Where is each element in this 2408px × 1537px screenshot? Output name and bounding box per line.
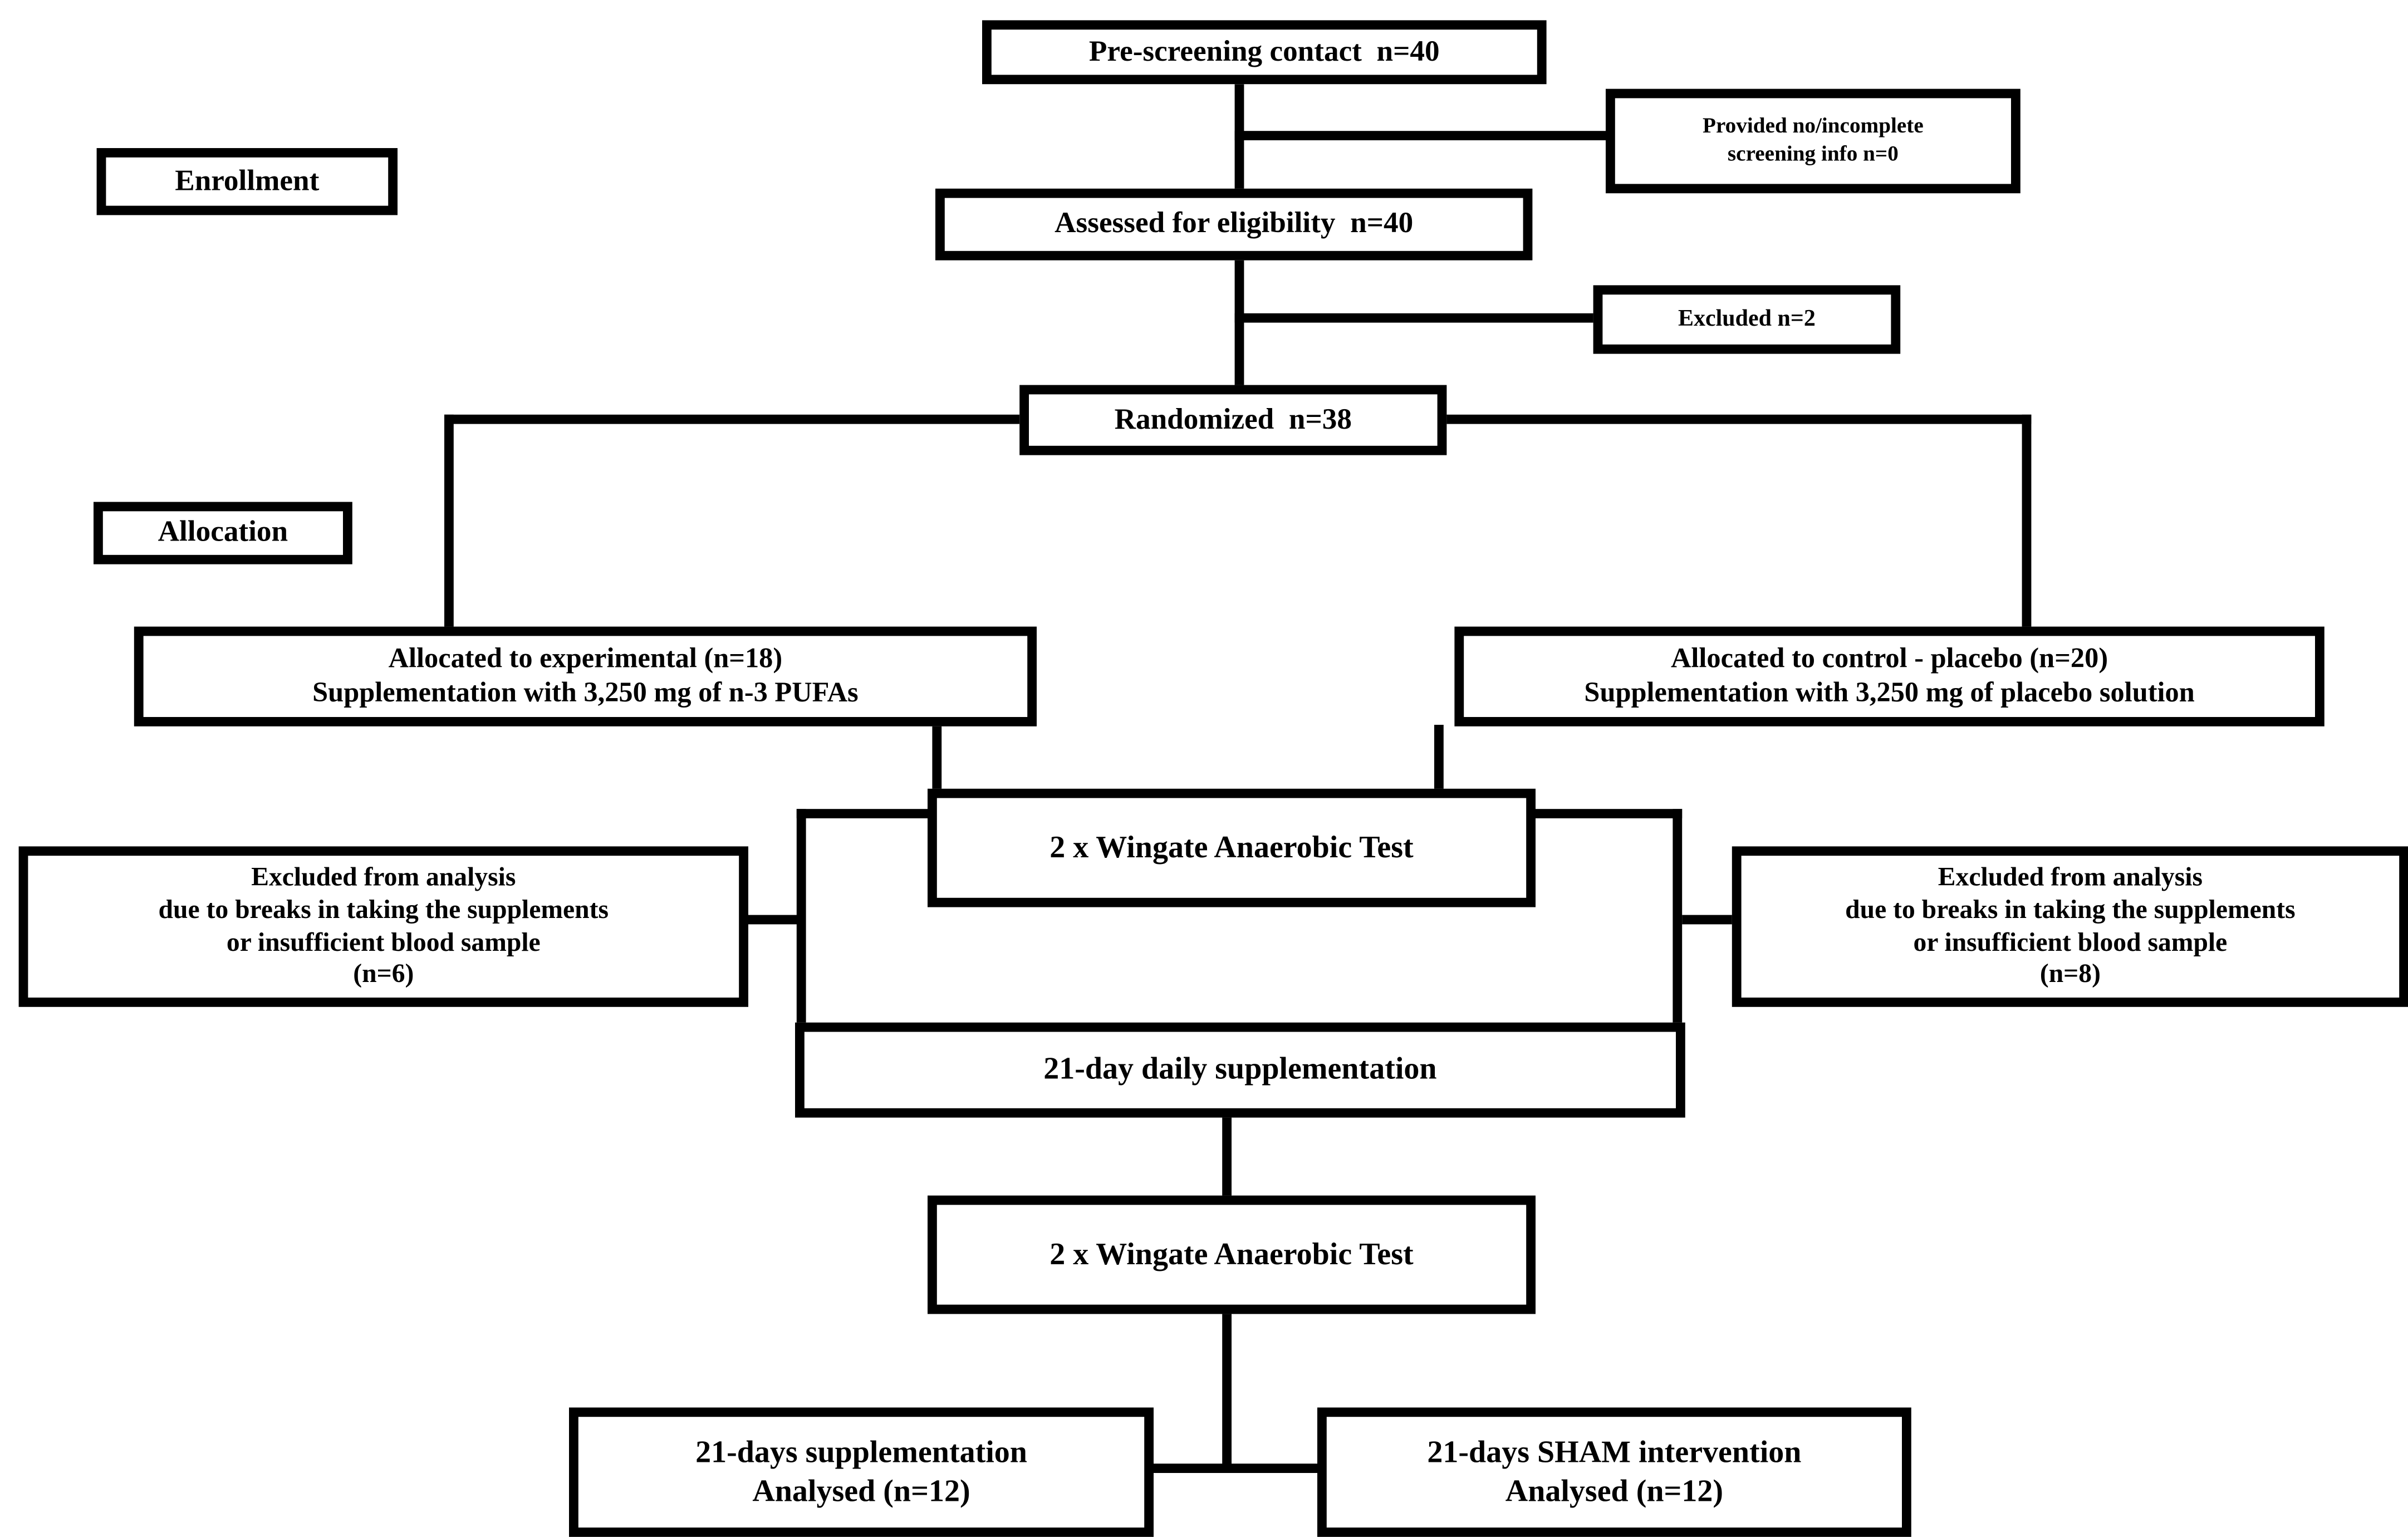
box-allocated-experimental-line2: Supplementation with 3,250 mg of n-3 PUF…	[312, 676, 859, 708]
box-excluded-experimental-line3: or insufficient blood sample	[226, 926, 541, 956]
box-allocated-control: Allocated to control - placebo (n=20) Su…	[1454, 626, 2324, 726]
connector-wingate2-down	[1222, 1310, 1232, 1473]
box-wingate-post-text: 2 x Wingate Anaerobic Test	[1049, 1237, 1414, 1272]
box-analysed-supplementation-line1: 21-days supplementation	[695, 1436, 1027, 1470]
connector-assessed-down	[1234, 260, 1244, 387]
connector-left-rail-vertical	[796, 809, 806, 1028]
box-analysed-supplementation-line2: Analysed (n=12)	[752, 1474, 970, 1508]
stage-label-allocation-text: Allocation	[158, 516, 288, 549]
connector-randomized-right-vertical	[2022, 414, 2032, 628]
box-supplementation-period: 21-day daily supplementation	[795, 1022, 1685, 1118]
connector-excluded-right-stub	[1682, 915, 1735, 925]
stage-label-enrollment-text: Enrollment	[175, 165, 320, 198]
connector-right-rail-vertical	[1673, 809, 1683, 1028]
box-excluded-experimental: Excluded from analysis due to breaks in …	[18, 846, 749, 1007]
box-allocated-control-line1: Allocated to control - placebo (n=20)	[1671, 642, 2108, 674]
box-analysed-sham-line2: Analysed (n=12)	[1505, 1474, 1724, 1508]
box-randomized-text: Randomized n=38	[1114, 403, 1352, 436]
box-randomized: Randomized n=38	[1019, 385, 1447, 455]
box-no-screening-info-line1: Provided no/incomplete	[1703, 116, 1924, 140]
box-excluded-experimental-line2: due to breaks in taking the supplements	[158, 894, 609, 924]
connector-to-excluded	[1234, 313, 1593, 323]
box-no-screening-info: Provided no/incomplete screening info n=…	[1606, 89, 2020, 194]
box-assessed-eligibility: Assessed for eligibility n=40	[935, 188, 1533, 261]
box-allocated-control-line2: Supplementation with 3,250 mg of placebo…	[1584, 676, 2195, 708]
box-wingate-baseline: 2 x Wingate Anaerobic Test	[928, 788, 1536, 907]
box-excluded-experimental-line1: Excluded from analysis	[251, 862, 516, 892]
connector-wingate-left-horizontal	[796, 809, 931, 818]
box-allocated-experimental-line1: Allocated to experimental (n=18)	[388, 642, 783, 674]
box-pre-screening: Pre-screening contact n=40	[982, 20, 1547, 85]
box-allocated-experimental: Allocated to experimental (n=18) Supplem…	[134, 626, 1037, 726]
box-pre-screening-text: Pre-screening contact n=40	[1088, 36, 1440, 68]
box-excluded-control-line4: (n=8)	[2039, 959, 2101, 989]
box-analysed-sham: 21-days SHAM intervention Analysed (n=12…	[1317, 1407, 1911, 1537]
box-no-screening-info-line2: screening info n=0	[1727, 143, 1899, 166]
connector-randomized-left-horizontal	[444, 414, 1020, 424]
connector-wingate-right-horizontal	[1532, 809, 1683, 818]
box-excluded: Excluded n=2	[1593, 285, 1901, 354]
box-excluded-control-line1: Excluded from analysis	[1938, 862, 2203, 892]
connector-control-down	[1434, 725, 1444, 792]
box-analysed-supplementation: 21-days supplementation Analysed (n=12)	[569, 1407, 1154, 1537]
connector-randomized-right-horizontal	[1446, 414, 2032, 424]
connector-experimental-down	[932, 725, 942, 792]
box-excluded-control-line3: or insufficient blood sample	[1913, 926, 2228, 956]
connector-randomized-left-vertical	[444, 414, 454, 628]
box-analysed-sham-line1: 21-days SHAM intervention	[1427, 1436, 1802, 1470]
box-excluded-control-line2: due to breaks in taking the supplements	[1845, 894, 2296, 924]
box-excluded-experimental-line4: (n=6)	[353, 959, 414, 989]
box-wingate-baseline-text: 2 x Wingate Anaerobic Test	[1049, 830, 1414, 865]
connector-to-no-screening-info	[1234, 131, 1606, 140]
connector-excluded-left-stub	[747, 915, 800, 925]
box-assessed-eligibility-text: Assessed for eligibility n=40	[1055, 208, 1414, 241]
box-supplementation-period-text: 21-day daily supplementation	[1043, 1052, 1437, 1087]
stage-label-allocation: Allocation	[94, 502, 352, 564]
box-wingate-post: 2 x Wingate Anaerobic Test	[928, 1195, 1536, 1314]
box-excluded-control: Excluded from analysis due to breaks in …	[1732, 846, 2408, 1007]
connector-bottom-horizontal	[1154, 1464, 1317, 1473]
stage-label-enrollment: Enrollment	[96, 148, 398, 215]
connector-supplementation-down	[1222, 1116, 1232, 1199]
box-excluded-text: Excluded n=2	[1678, 307, 1816, 332]
